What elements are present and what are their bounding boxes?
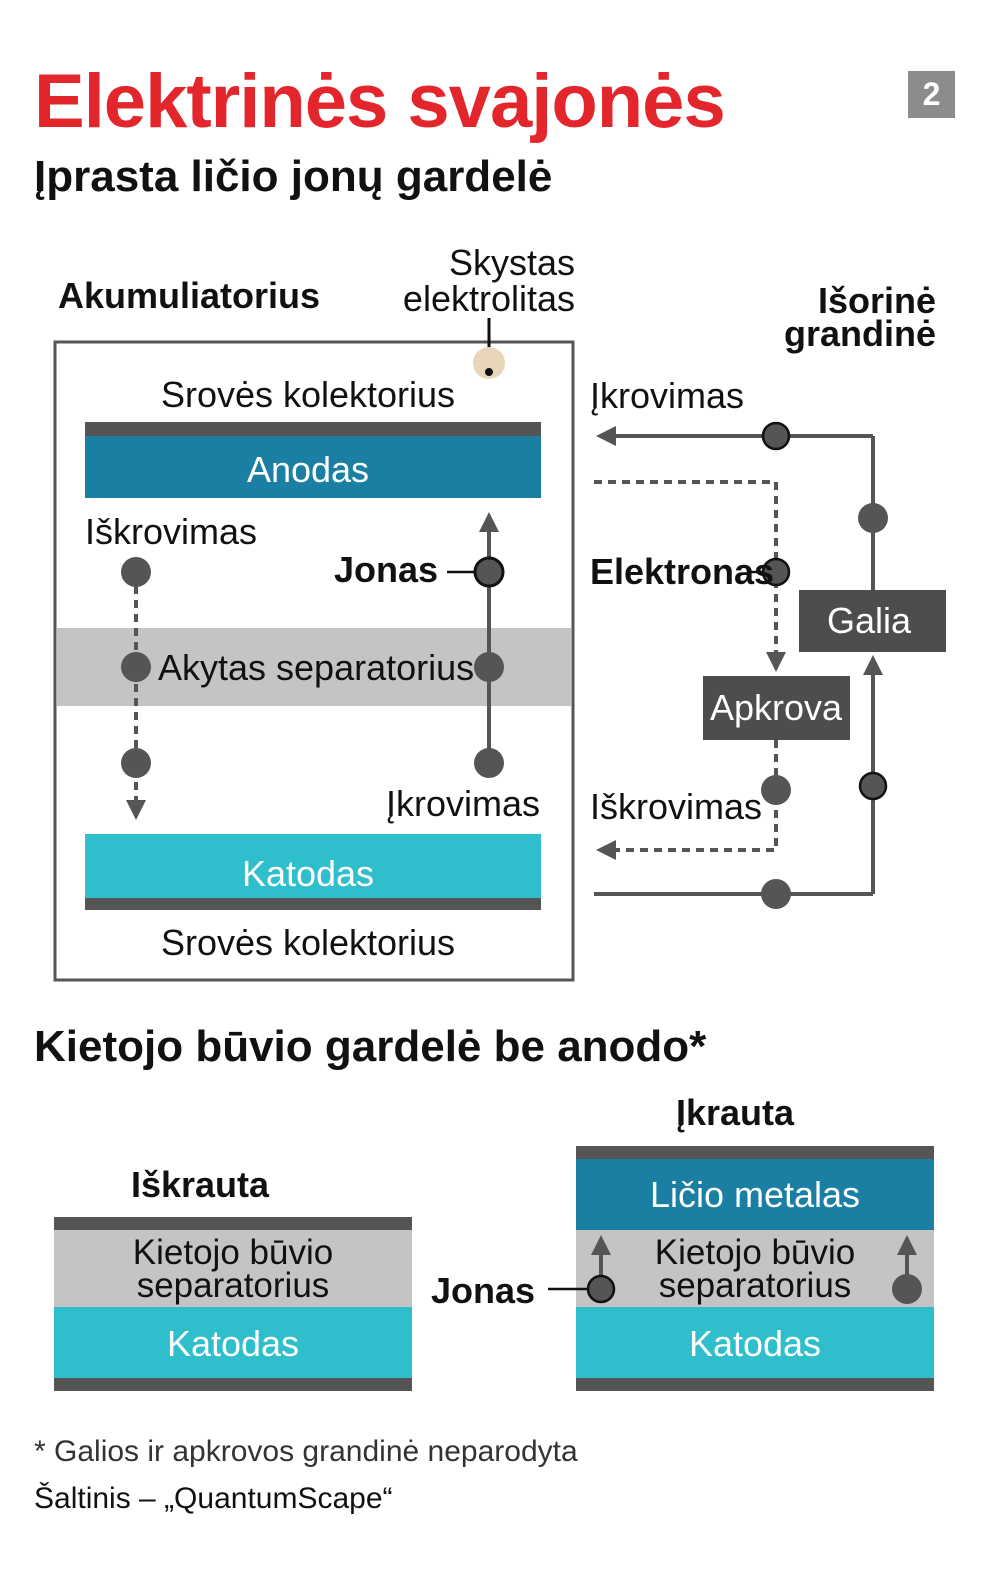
discharged-cathode-label: Katodas [167,1323,299,1364]
charged-separator-line1: Kietojo būvio [655,1233,855,1272]
discharged-separator-line2: separatorius [137,1266,330,1305]
charge-label-inner: Įkrovimas [386,783,540,824]
separator-label: Akytas separatorius [158,647,474,688]
anode-label: Anodas [247,449,369,490]
charged-lithium-metal [576,1159,934,1230]
electron-label: Elektronas [590,551,774,592]
battery-outline [53,340,575,982]
circuit-discharge-label: Iškrovimas [590,786,762,827]
electrolyte-label-line1: Skystas [449,242,575,283]
load-label: Apkrova [710,687,843,728]
charged-top-collector [576,1146,934,1159]
page-number-badge: 2 [908,71,955,118]
battery-label: Akumuliatorius [58,275,320,316]
charged-separator-line2: separatorius [659,1266,852,1305]
charge-ion-2 [474,652,504,682]
discharged-separator [54,1230,412,1307]
electrolyte-dot [485,368,493,376]
discharged-top-collector [54,1217,412,1230]
charged-bottom-collector [576,1378,934,1391]
charge-electron-right [858,503,888,533]
charge-electron-bottom [761,879,791,909]
charge-ion-3 [474,748,504,778]
current-collector-top-label: Srovės kolektorius [161,374,455,415]
discharge-electron-lower [761,775,791,805]
load-box [703,676,850,740]
discharge-ion-1 [121,557,151,587]
discharge-wire-top [594,480,786,672]
charged-cathode [576,1307,934,1378]
power-label: Galia [827,600,912,641]
charged-cathode-label: Katodas [689,1323,821,1364]
electrolyte-label-line2: elektrolitas [403,278,575,319]
external-circuit-label-line2: grandinė [784,313,936,354]
external-circuit-label-line1: Išorinė [818,280,936,321]
discharge-label: Iškrovimas [85,511,257,552]
circuit-charge-label: Įkrovimas [590,375,744,416]
power-box [799,590,946,652]
charge-ion-1 [473,556,505,588]
charged-separator [576,1230,934,1307]
charge-electron-top [761,421,791,451]
electrolyte-droplet [473,347,505,379]
discharged-bottom-collector [54,1378,412,1391]
current-collector-bottom [85,898,541,910]
charged-label: Įkrauta [676,1092,795,1133]
anode-layer [85,436,541,498]
solid-ion-right [892,1274,922,1304]
current-collector-bottom-label: Srovės kolektorius [161,922,455,963]
discharge-ion-2 [121,652,151,682]
footnote: * Galios ir apkrovos grandinė neparodyta [34,1435,578,1468]
page-subtitle: Įprasta ličio jonų gardelė [34,152,553,201]
charge-electron-lower [858,771,888,801]
current-collector-top [85,422,541,436]
lithium-metal-label: Ličio metalas [650,1174,860,1215]
page-title: Elektrinės svajonės [34,59,726,144]
solid-state-title: Kietojo būvio gardelė be anodo* [34,1022,707,1071]
discharge-ion-3 [121,748,151,778]
cathode-layer [85,834,541,898]
discharged-label: Iškrauta [131,1164,270,1205]
source-credit: Šaltinis – „QuantumScape“ [34,1482,393,1515]
cathode-label: Katodas [242,853,374,894]
solid-ion-left [586,1274,616,1304]
solid-ion-label: Jonas [431,1270,535,1311]
discharged-separator-line1: Kietojo būvio [133,1233,333,1272]
discharged-cathode [54,1307,412,1378]
ion-label: Jonas [334,549,438,590]
electron-dot [761,557,791,587]
